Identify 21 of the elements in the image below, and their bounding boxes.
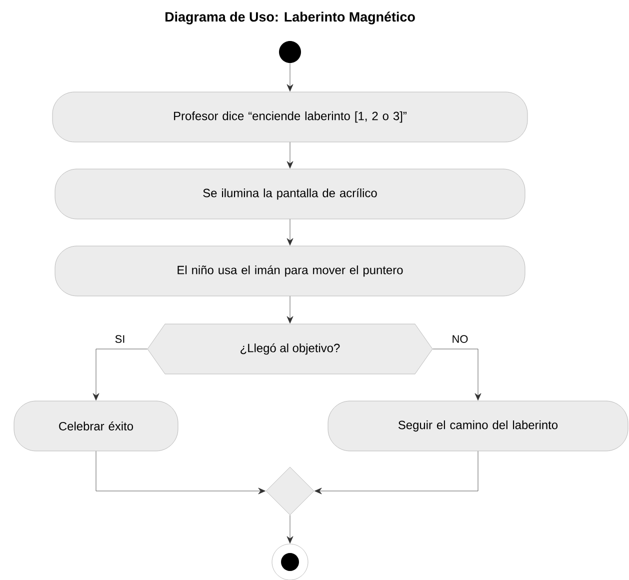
activity-box: Celebrar éxito: [14, 400, 178, 452]
activity-box: Profesor dice “enciende laberinto [1, 2 o 3]”: [52, 92, 528, 142]
arrow: [314, 451, 478, 494]
arrow: [286, 63, 294, 92]
end-node: [272, 544, 308, 580]
title: Diagrama de Uso: Laberinto Magnético: [165, 12, 415, 24]
arrow: [286, 296, 294, 324]
merge-diamond: [266, 466, 314, 516]
activity-box: Seguir el camino del laberinto: [328, 400, 628, 452]
edge-label: SI: [115, 335, 124, 343]
arrow: [286, 219, 294, 246]
edge-label: NO: [452, 335, 468, 343]
activity-box: El niño usa el imán para mover el puntero: [54, 246, 526, 296]
arrow: [286, 142, 294, 168]
arrow: [96, 451, 266, 494]
activity-box: Se ilumina la pantalla de acrílico: [54, 168, 526, 220]
arrow: [432, 348, 482, 400]
arrow: [286, 515, 294, 544]
start-node: [279, 41, 301, 63]
decision-hexagon: ¿Llegó al objetivo?: [147, 324, 433, 374]
arrow: [92, 348, 148, 400]
